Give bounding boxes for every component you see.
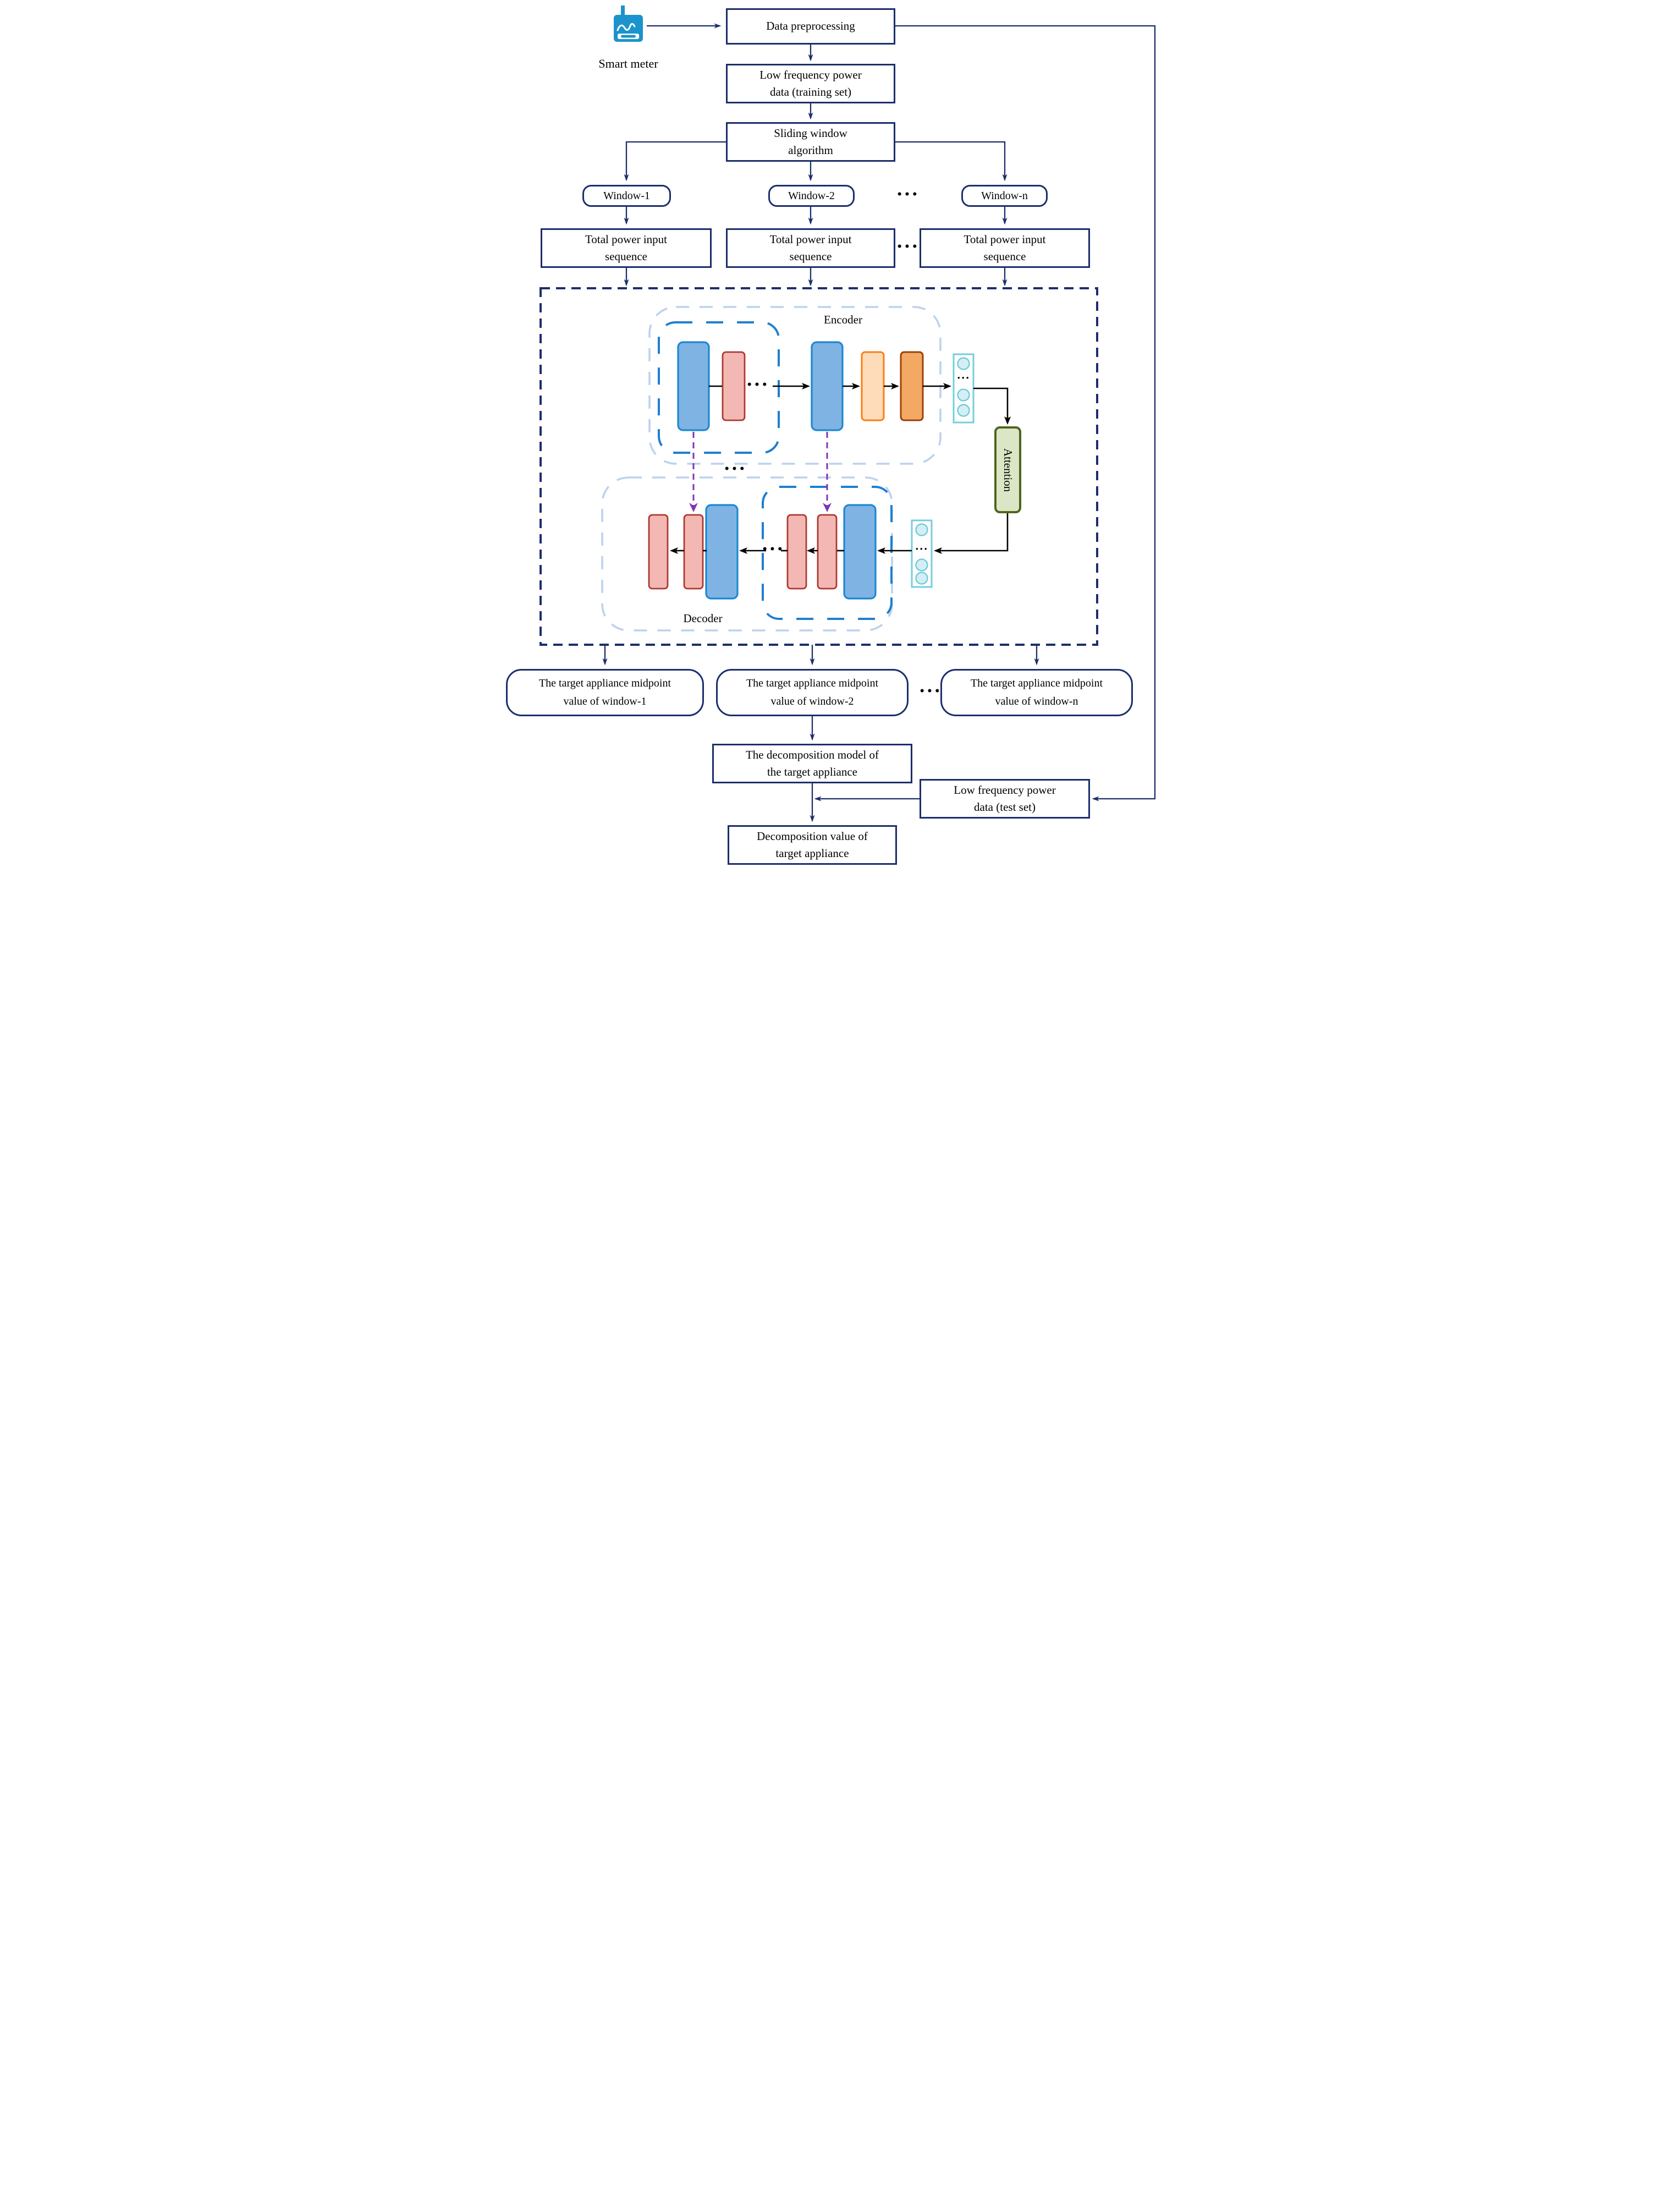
midpoint-1-line2: value of window-1 (563, 695, 647, 707)
context-vector (911, 519, 933, 588)
encoder-text: Encoder (824, 312, 862, 326)
window-1-label: Window-1 (603, 190, 650, 202)
midpoint-window-2-box: The target appliance midpoint value of w… (716, 669, 909, 716)
total-power-n-line1: Total power input (964, 232, 1046, 246)
meter-antenna (621, 6, 625, 16)
meter-display-inner (621, 35, 636, 38)
sliding-window-box: Sliding window algorithm (726, 122, 895, 162)
decomposition-model-line1: The decomposition model of (745, 748, 879, 761)
midpoint-window-n-box: The target appliance midpoint value of w… (940, 669, 1133, 716)
total-power-2-line1: Total power input (769, 232, 852, 246)
meter-wave (616, 23, 636, 31)
window-n-label: Window-n (981, 190, 1028, 202)
vector-node (957, 404, 970, 417)
decomposition-model-line2: the target appliance (767, 765, 858, 778)
decomposition-value-line1: Decomposition value of (757, 829, 868, 843)
midpoint-2-line1: The target appliance midpoint (746, 677, 879, 689)
model-region-outline (540, 287, 1098, 646)
encoder-cell-outline (658, 321, 780, 454)
decomposition-value-box: Decomposition value of target appliance (728, 825, 897, 865)
window-1-box: Window-1 (582, 185, 671, 207)
encoder-feature-vector (953, 353, 975, 424)
encoder-blue-block-1 (677, 341, 710, 431)
data-preprocessing-label: Data preprocessing (766, 19, 855, 33)
window-2-label: Window-2 (788, 190, 835, 202)
training-set-box: Low frequency power data (training set) (726, 64, 895, 103)
vector-node (915, 523, 928, 536)
arrow-attention-to-context (934, 513, 1009, 554)
dense-block-dark-orange (900, 351, 924, 421)
test-set-line1: Low frequency power (954, 783, 1056, 797)
decoder-pink-block-2a (786, 514, 807, 590)
navy-flow-arrows (602, 23, 1156, 822)
arrow-vector-to-attention (973, 387, 1011, 425)
test-set-box: Low frequency power data (test set) (920, 779, 1090, 819)
total-power-1-line2: sequence (605, 250, 647, 263)
training-set-line1: Low frequency power (759, 68, 862, 81)
total-power-box-n: Total power input sequence (920, 228, 1090, 268)
encoder-pink-block-1 (722, 351, 746, 421)
window-2-box: Window-2 (768, 185, 855, 207)
total-power-2-line2: sequence (789, 250, 832, 263)
smart-meter-text: Smart meter (598, 57, 658, 70)
decoder-pink-block-1a (648, 514, 669, 590)
diagram-graphics (540, 6, 1156, 822)
window-n-box: Window-n (961, 185, 1048, 207)
training-set-line2: data (training set) (769, 85, 852, 98)
decoder-blue-block-1 (705, 504, 739, 600)
nilm-architecture-figure: Data preprocessing Low frequency power d… (500, 0, 1168, 885)
smart-meter-icon (614, 6, 643, 42)
decoder-pink-block-1b (683, 514, 704, 590)
arrow-preprocessing-to-testset-feedback (895, 25, 1156, 802)
vector-node (957, 357, 970, 370)
arrow-sliding-to-windown (895, 141, 1008, 182)
decoder-blocks (648, 504, 933, 600)
midpoint-n-line1: The target appliance midpoint (970, 677, 1103, 689)
decoder-blue-block-2 (843, 504, 877, 600)
total-power-box-2: Total power input sequence (726, 228, 895, 268)
total-power-box-1: Total power input sequence (541, 228, 712, 268)
total-power-1-line1: Total power input (585, 232, 667, 246)
sliding-window-line1: Sliding window (774, 126, 847, 140)
vector-node (957, 388, 970, 402)
encoder-blue-block-2 (811, 341, 844, 431)
midpoint-window-1-box: The target appliance midpoint value of w… (506, 669, 704, 716)
black-internal-arrows (670, 383, 1011, 554)
decoder-text: Decoder (683, 611, 723, 625)
decoder-pink-block-2b (817, 514, 838, 590)
attention-label: Attention (1001, 448, 1015, 492)
attention-box: Attention (994, 426, 1021, 513)
midpoint-1-line1: The target appliance midpoint (538, 677, 671, 689)
encoder-region-outline (648, 306, 942, 465)
dense-block-light-orange (861, 351, 885, 421)
test-set-line2: data (test set) (974, 800, 1036, 814)
arrow-sliding-to-window1 (624, 141, 726, 182)
midpoint-2-line2: value of window-2 (770, 695, 854, 707)
smart-meter-label: Smart meter (583, 56, 674, 72)
vector-node (915, 572, 928, 585)
decomposition-value-line2: target appliance (775, 847, 849, 860)
vector-node (915, 558, 928, 572)
encoder-label: Encoder (806, 312, 880, 327)
total-power-n-line2: sequence (983, 250, 1026, 263)
midpoint-n-line2: value of window-n (995, 695, 1078, 707)
sliding-window-line2: algorithm (788, 144, 833, 157)
encoder-blocks (677, 341, 975, 431)
decoder-label: Decoder (665, 611, 740, 626)
purple-state-arrows (689, 432, 832, 512)
decoder-region-outline (601, 476, 893, 632)
decomposition-model-box: The decomposition model of the target ap… (712, 744, 912, 783)
data-preprocessing-box: Data preprocessing (726, 8, 895, 45)
